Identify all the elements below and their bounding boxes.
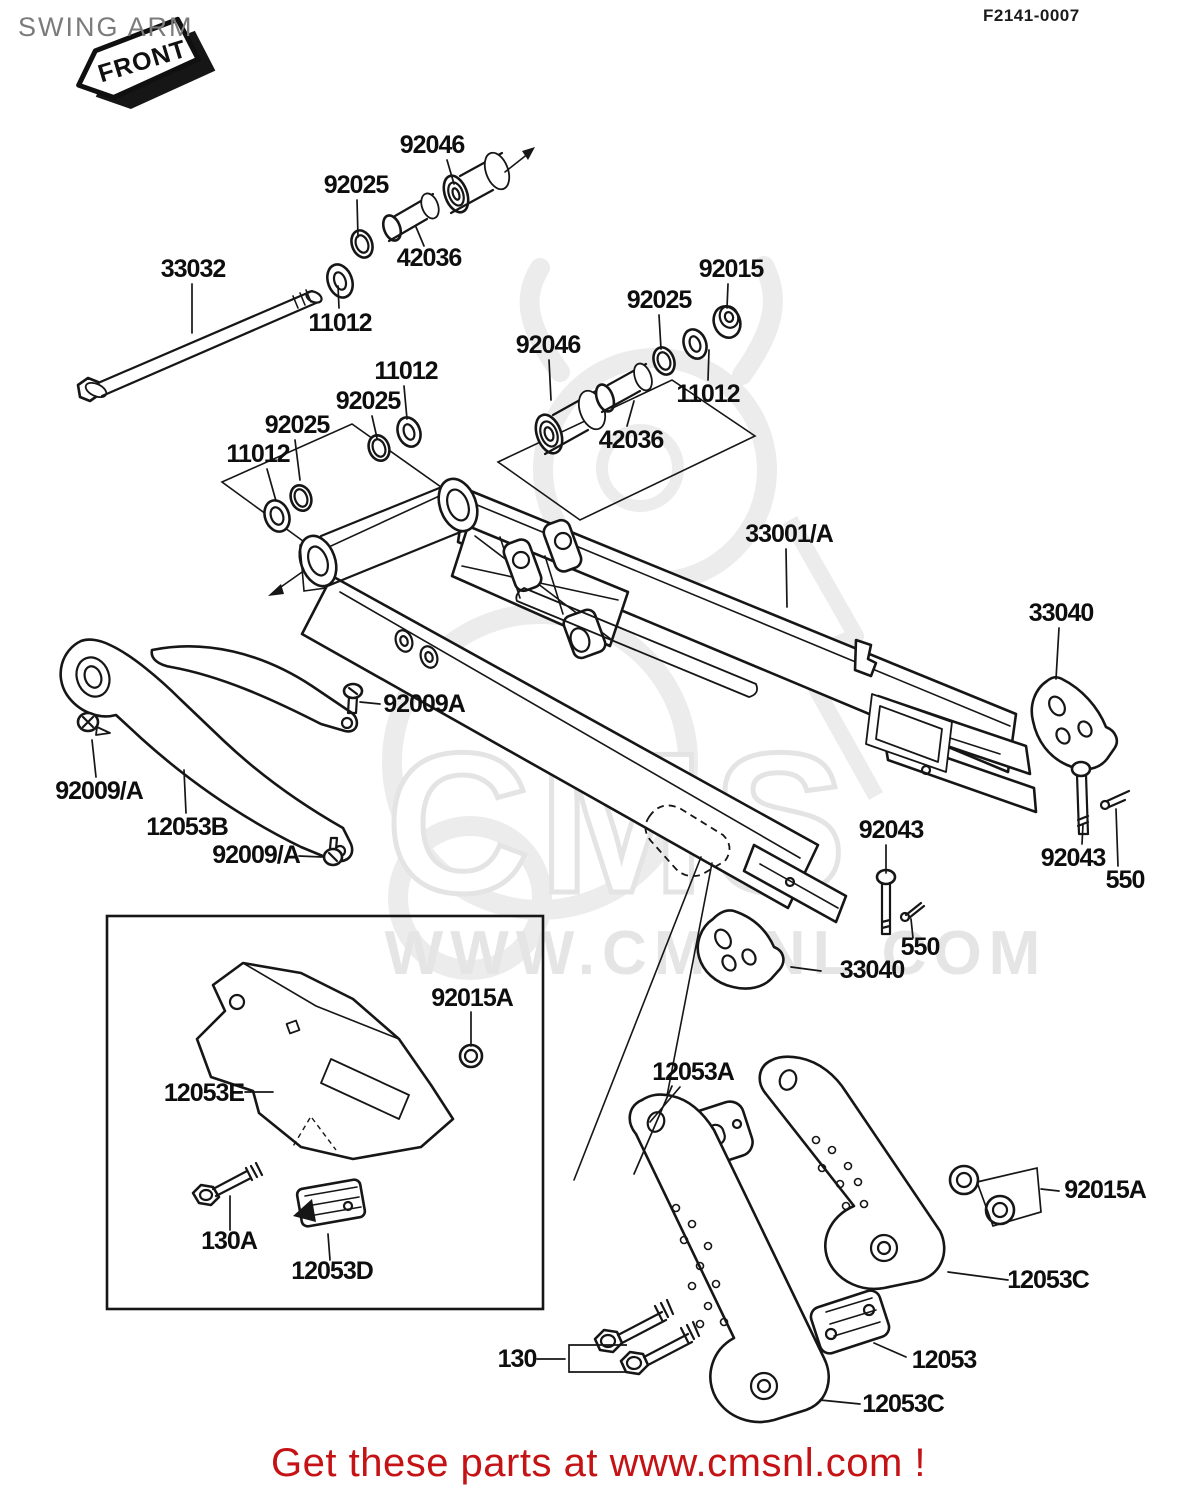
part-label-11012: 11012 [308,309,371,337]
adjuster-plate-33040-right [1030,675,1119,771]
part-label-11012: 11012 [374,357,437,385]
part-label-92015a: 92015A [431,984,514,1012]
part-label-92025: 92025 [265,411,331,439]
bracket-130 [568,1344,627,1373]
damper-12053 [809,1289,891,1355]
nut-92015a-inset [458,1043,484,1069]
part-label-12053e: 12053E [164,1079,245,1107]
part-label-12053d: 12053D [291,1257,373,1285]
assembly-lines [573,856,713,1181]
part-label-42036: 42036 [599,426,664,454]
part-labels: 9204692025420363303211012920159202511012… [55,131,1147,1418]
part-label-92009a: 92009/A [212,841,300,869]
bracket-92015a [976,1166,1042,1228]
leader-line [403,385,408,420]
chain-guard-12053e [195,961,455,1161]
part-label-11012: 11012 [226,440,289,468]
screw-92009-bottom [322,836,344,867]
pad-12053d [293,1178,367,1228]
leader-line [910,918,914,939]
part-label-92015: 92015 [699,255,765,283]
adjuster-plate-33040-bottom [696,909,785,990]
leader-line [633,1085,673,1175]
leader-line [790,966,822,972]
part-label-92025: 92025 [627,286,693,314]
label-brackets [568,1166,1042,1373]
inset-box [105,914,545,1311]
leader-line [785,548,788,608]
leader-line [415,226,425,247]
part-label-12053c: 12053C [1007,1266,1090,1294]
leader-line [327,1233,331,1261]
part-label-12053b: 12053B [146,813,228,841]
leader-line [183,769,187,814]
figure-code: F2141-0007 [983,6,1080,25]
bearing-set-left [263,416,422,596]
leader-line [266,468,277,502]
part-label-92046: 92046 [516,331,581,359]
bearing-set-upper [326,147,535,299]
bearing-set-middle [534,305,742,456]
part-label-92009a: 92009A [383,690,466,718]
footer-cta-link[interactable]: Get these parts at www.cmsnl.com ! [271,1441,926,1485]
leader-line [658,314,662,350]
bolt-130a [191,1161,264,1207]
leader-line [626,400,635,427]
swingarm-33001 [298,477,1038,924]
part-label-550: 550 [901,933,940,961]
part-label-92046: 92046 [400,131,465,159]
part-label-92043: 92043 [1041,844,1106,872]
leader-line [1115,808,1119,867]
part-label-33032: 33032 [161,255,226,283]
leader-line [548,359,552,401]
bolt-92043-right [1070,760,1092,836]
nuts-92015a-right [948,1164,1016,1226]
part-label-12053c: 12053C [862,1390,945,1418]
leader-lines [91,159,1119,1405]
part-label-550: 550 [1106,866,1145,894]
part-label-11012: 11012 [676,380,739,408]
leader-line [1055,627,1060,680]
leader-line [91,739,97,778]
part-label-42036: 42036 [397,244,462,272]
leader-line [337,285,340,309]
cotter-pin-550-center [899,901,926,923]
leader-line [649,1086,681,1123]
part-label-33040: 33040 [1029,599,1094,627]
leader-line [947,1271,1009,1281]
bolt-92043-center [875,868,897,936]
part-label-92015a: 92015A [1064,1176,1147,1204]
pivot-shaft-33032 [76,289,323,403]
bracket-12053c-right [758,1055,946,1291]
part-label-92025: 92025 [324,171,390,199]
leader-line [294,439,301,481]
part-label-12053: 12053 [912,1346,977,1374]
part-label-92009a: 92009/A [55,777,143,805]
part-label-33001a: 33001/A [745,520,833,548]
part-label-130a: 130A [201,1227,258,1255]
screw-92009-left [76,711,111,736]
page-title: SWING ARM [18,12,194,42]
bolts-130 [593,1298,701,1376]
leader-line [707,349,710,381]
part-label-33040: 33040 [840,956,905,984]
screw-92009a [342,682,364,715]
leader-line [298,855,323,858]
leader-line [356,199,359,238]
leader-line [819,1399,861,1405]
part-label-130: 130 [498,1345,537,1373]
leader-line [446,159,455,185]
cotter-pin-550-right [1099,789,1131,811]
leader-line [726,283,729,309]
front-badge: FRONT [76,16,216,109]
leader-line [1081,823,1084,845]
leader-line [873,1342,907,1358]
leader-line [1040,1188,1060,1192]
part-label-92025: 92025 [336,387,402,415]
part-label-12053a: 12053A [652,1058,735,1086]
leader-line [359,701,381,705]
leader-line [371,415,378,439]
part-label-92043: 92043 [859,816,924,844]
